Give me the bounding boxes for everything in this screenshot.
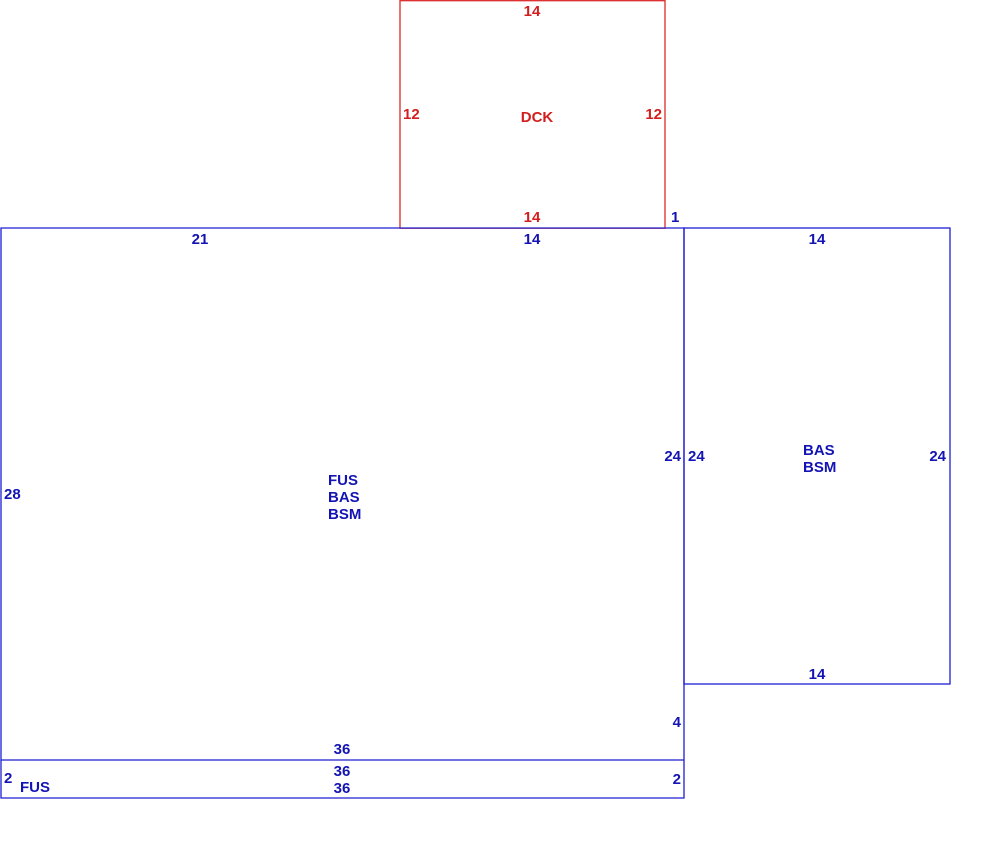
- main-dim-top-left: 21: [192, 231, 209, 248]
- addition-dim-right: 24: [929, 448, 946, 465]
- main-dim-top-right: 14: [524, 231, 541, 248]
- deck-code: DCK: [521, 109, 554, 126]
- main-code-2: BAS: [328, 489, 360, 506]
- strip-dim-right: 2: [673, 771, 681, 788]
- deck-dim-left: 12: [403, 106, 420, 123]
- strip-code: FUS: [20, 779, 50, 796]
- strip-dim-left: 2: [4, 770, 12, 787]
- deck-dim-bottom: 14: [524, 209, 541, 226]
- strip-dim-top: 36: [334, 763, 351, 780]
- strip-dim-bottom: 36: [334, 780, 351, 797]
- main-dim-right: 24: [664, 448, 681, 465]
- main-dim-right-lower: 4: [673, 714, 682, 731]
- addition-dim-left: 24: [688, 448, 705, 465]
- main-dim-left: 28: [4, 486, 21, 503]
- main-dim-bottom: 36: [334, 741, 351, 758]
- lower-strip-outline: [0, 760, 685, 799]
- deck-dim-right: 12: [645, 106, 662, 123]
- offset-label: 1: [671, 209, 679, 226]
- main-code-3: BSM: [328, 506, 361, 523]
- addition-code-1: BAS: [803, 442, 835, 459]
- addition-code-2: BSM: [803, 459, 836, 476]
- addition-dim-bottom: 14: [809, 666, 826, 683]
- main-code-1: FUS: [328, 472, 358, 489]
- addition-outline: [683, 227, 951, 685]
- addition-dim-top: 14: [809, 231, 826, 248]
- deck-dim-top: 14: [524, 3, 541, 20]
